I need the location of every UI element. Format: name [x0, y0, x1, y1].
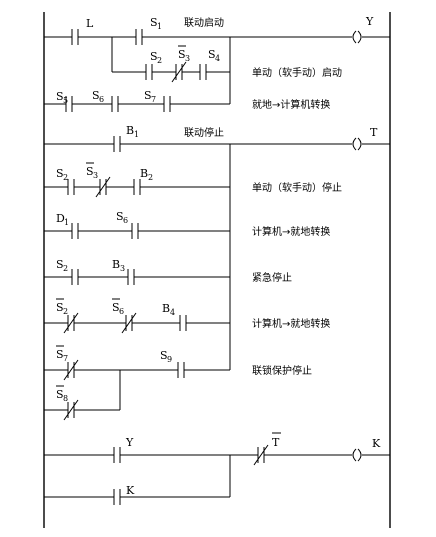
- svg-text:3: 3: [120, 264, 125, 273]
- svg-text:2: 2: [63, 173, 68, 182]
- svg-text:6: 6: [99, 95, 104, 104]
- svg-text:S: S: [56, 90, 64, 103]
- note-single-stop: 单动（软手动）停止: [252, 181, 342, 194]
- note-local-to-pc: 就地→计算机转换: [252, 98, 330, 111]
- contact-s7-nc: S 7: [56, 345, 79, 381]
- svg-text:T: T: [370, 126, 378, 139]
- rung-y-wires: [44, 36, 390, 105]
- contact-s6-nc: S 6: [112, 298, 137, 334]
- svg-text:S: S: [56, 167, 64, 180]
- contact-l: L: [71, 17, 94, 45]
- contact-s6-pc-to-local: S 6: [116, 210, 139, 239]
- svg-text:2: 2: [148, 173, 153, 182]
- contact-s3-nc-stop: S 3: [86, 162, 111, 198]
- coil-t: T: [352, 126, 378, 151]
- contact-s9: S 9: [160, 349, 185, 378]
- svg-text:1: 1: [64, 218, 69, 227]
- svg-text:T: T: [272, 436, 280, 449]
- coil-k: K: [352, 437, 381, 462]
- svg-text:4: 4: [170, 308, 175, 317]
- svg-text:7: 7: [63, 354, 68, 363]
- contact-b4: B 4: [162, 302, 187, 331]
- svg-text:K: K: [126, 484, 135, 497]
- svg-text:S: S: [208, 48, 216, 61]
- svg-text:8: 8: [63, 394, 68, 403]
- contact-s2-emergency: S 2: [56, 258, 79, 285]
- note-linked-stop: 联动停止: [184, 126, 224, 139]
- svg-text:B: B: [112, 258, 120, 271]
- svg-text:S: S: [56, 388, 64, 401]
- note-linked-start: 联动启动: [184, 16, 224, 29]
- svg-text:4: 4: [215, 54, 220, 63]
- svg-text:S: S: [178, 48, 186, 61]
- contact-s8-nc: S 8: [56, 385, 79, 421]
- contact-l-label: L: [86, 17, 94, 30]
- contact-s7-start: S 7: [144, 89, 171, 112]
- svg-text:6: 6: [119, 307, 124, 316]
- contact-s2-nc: S 2: [56, 298, 79, 334]
- contact-k: K: [113, 484, 135, 505]
- contact-s3-nc-start: S 3: [171, 45, 190, 83]
- contact-s2-start: S 2: [145, 50, 162, 80]
- svg-text:3: 3: [185, 54, 190, 63]
- svg-text:1: 1: [157, 22, 162, 31]
- contact-s2-single-stop: S 2: [56, 167, 75, 195]
- contact-b2: B 2: [133, 167, 153, 195]
- svg-text:S: S: [56, 301, 64, 314]
- note-pc-to-local-1: 计算机→就地转换: [252, 225, 330, 238]
- svg-text:S: S: [112, 301, 120, 314]
- contact-s4-start: S 4: [199, 48, 220, 80]
- note-pc-to-local-2: 计算机→就地转换: [252, 317, 330, 330]
- note-interlock-stop: 联锁保护停止: [252, 364, 312, 377]
- svg-text:S: S: [56, 258, 64, 271]
- svg-text:S: S: [150, 16, 158, 29]
- svg-text:1: 1: [134, 130, 139, 139]
- rung-k-wires: [44, 454, 390, 498]
- note-emergency-stop: 紧急停止: [252, 271, 292, 284]
- svg-text:D: D: [56, 212, 65, 225]
- rung-t-wires: [44, 143, 390, 411]
- svg-text:9: 9: [167, 355, 172, 364]
- svg-text:7: 7: [151, 95, 156, 104]
- svg-text:B: B: [162, 302, 170, 315]
- svg-text:2: 2: [63, 307, 68, 316]
- svg-text:S: S: [144, 89, 152, 102]
- contact-d1: D 1: [56, 212, 79, 239]
- svg-text:S: S: [86, 165, 94, 178]
- note-single-start: 单动（软手动）启动: [252, 66, 342, 79]
- contact-b3: B 3: [112, 258, 135, 285]
- contact-t-nc: T: [253, 432, 281, 466]
- contact-b1: B 1: [113, 124, 139, 152]
- svg-text:2: 2: [63, 264, 68, 273]
- svg-text:6: 6: [123, 216, 128, 225]
- svg-text:Y: Y: [365, 15, 374, 28]
- contact-s6-start: S 6: [92, 89, 119, 112]
- svg-text:S: S: [92, 89, 100, 102]
- contact-y: Y: [113, 436, 134, 463]
- contact-s1-start: S 1: [135, 16, 162, 45]
- svg-text:K: K: [372, 437, 381, 450]
- svg-text:B: B: [126, 124, 134, 137]
- svg-text:Y: Y: [125, 436, 134, 449]
- svg-text:S: S: [56, 348, 64, 361]
- coil-y: Y: [352, 15, 374, 44]
- svg-text:S: S: [150, 50, 158, 63]
- svg-text:B: B: [140, 167, 148, 180]
- svg-text:S: S: [116, 210, 124, 223]
- svg-text:S: S: [160, 349, 168, 362]
- contact-s5: S 5: [56, 90, 73, 112]
- svg-text:2: 2: [157, 56, 162, 65]
- svg-text:3: 3: [93, 171, 98, 180]
- svg-text:5: 5: [63, 96, 68, 105]
